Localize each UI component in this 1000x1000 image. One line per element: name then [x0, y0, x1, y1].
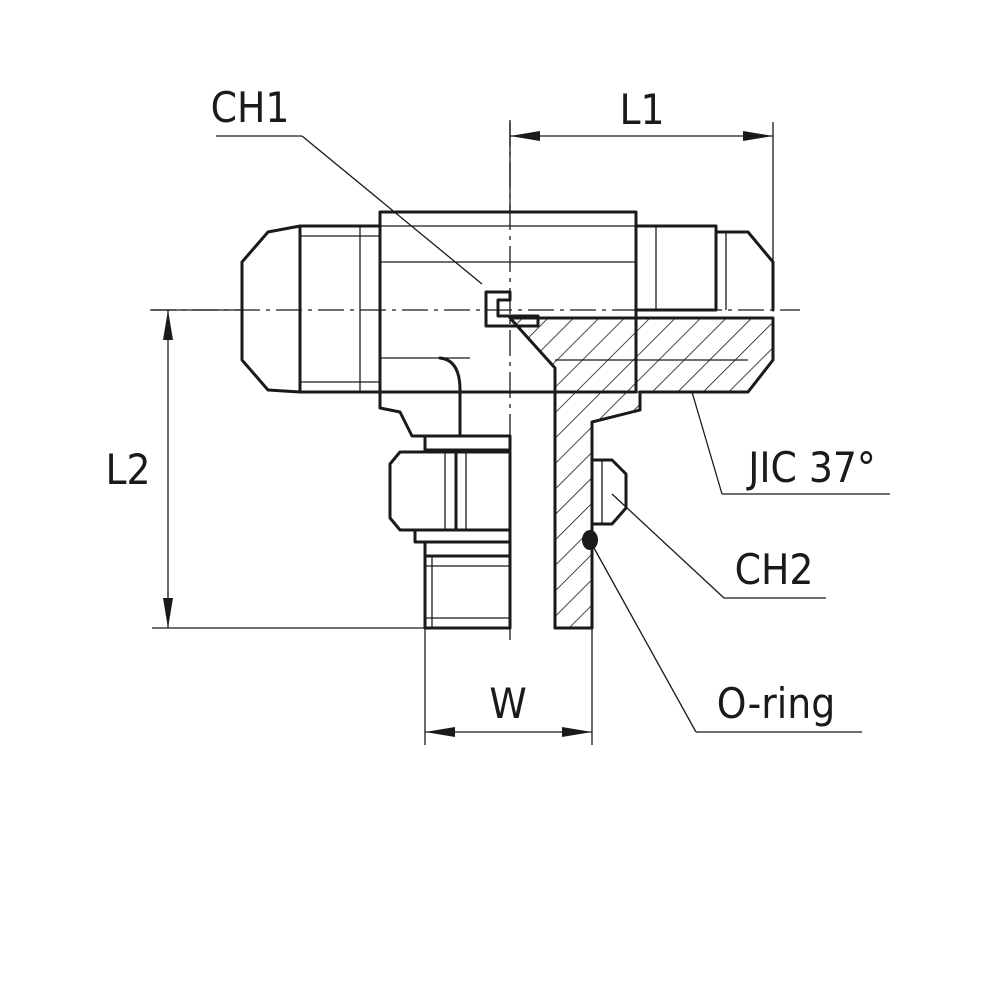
label-w: W: [489, 679, 526, 728]
label-ch1: CH1: [211, 83, 290, 132]
label-ch2: CH2: [735, 545, 814, 594]
dimension-l2: L2: [105, 309, 425, 629]
label-oring: O-ring: [717, 679, 836, 728]
dimension-w: W: [424, 628, 593, 745]
leader-ch1: CH1: [211, 83, 483, 285]
locknut-hex: [388, 434, 628, 558]
threaded-stud: [423, 554, 512, 630]
ch1-wrench-symbol: [484, 290, 540, 328]
label-l2: L2: [105, 445, 150, 494]
right-jic-end: [634, 224, 775, 312]
dimension-l1: L1: [509, 85, 774, 262]
label-jic: JIC 37°: [746, 443, 876, 492]
left-jic-end: [240, 224, 382, 394]
leader-jic: JIC 37°: [691, 391, 890, 495]
label-l1: L1: [619, 85, 664, 134]
leader-ch2: CH2: [611, 493, 826, 599]
leader-oring: O-ring: [593, 547, 862, 733]
o-ring: [582, 530, 598, 550]
